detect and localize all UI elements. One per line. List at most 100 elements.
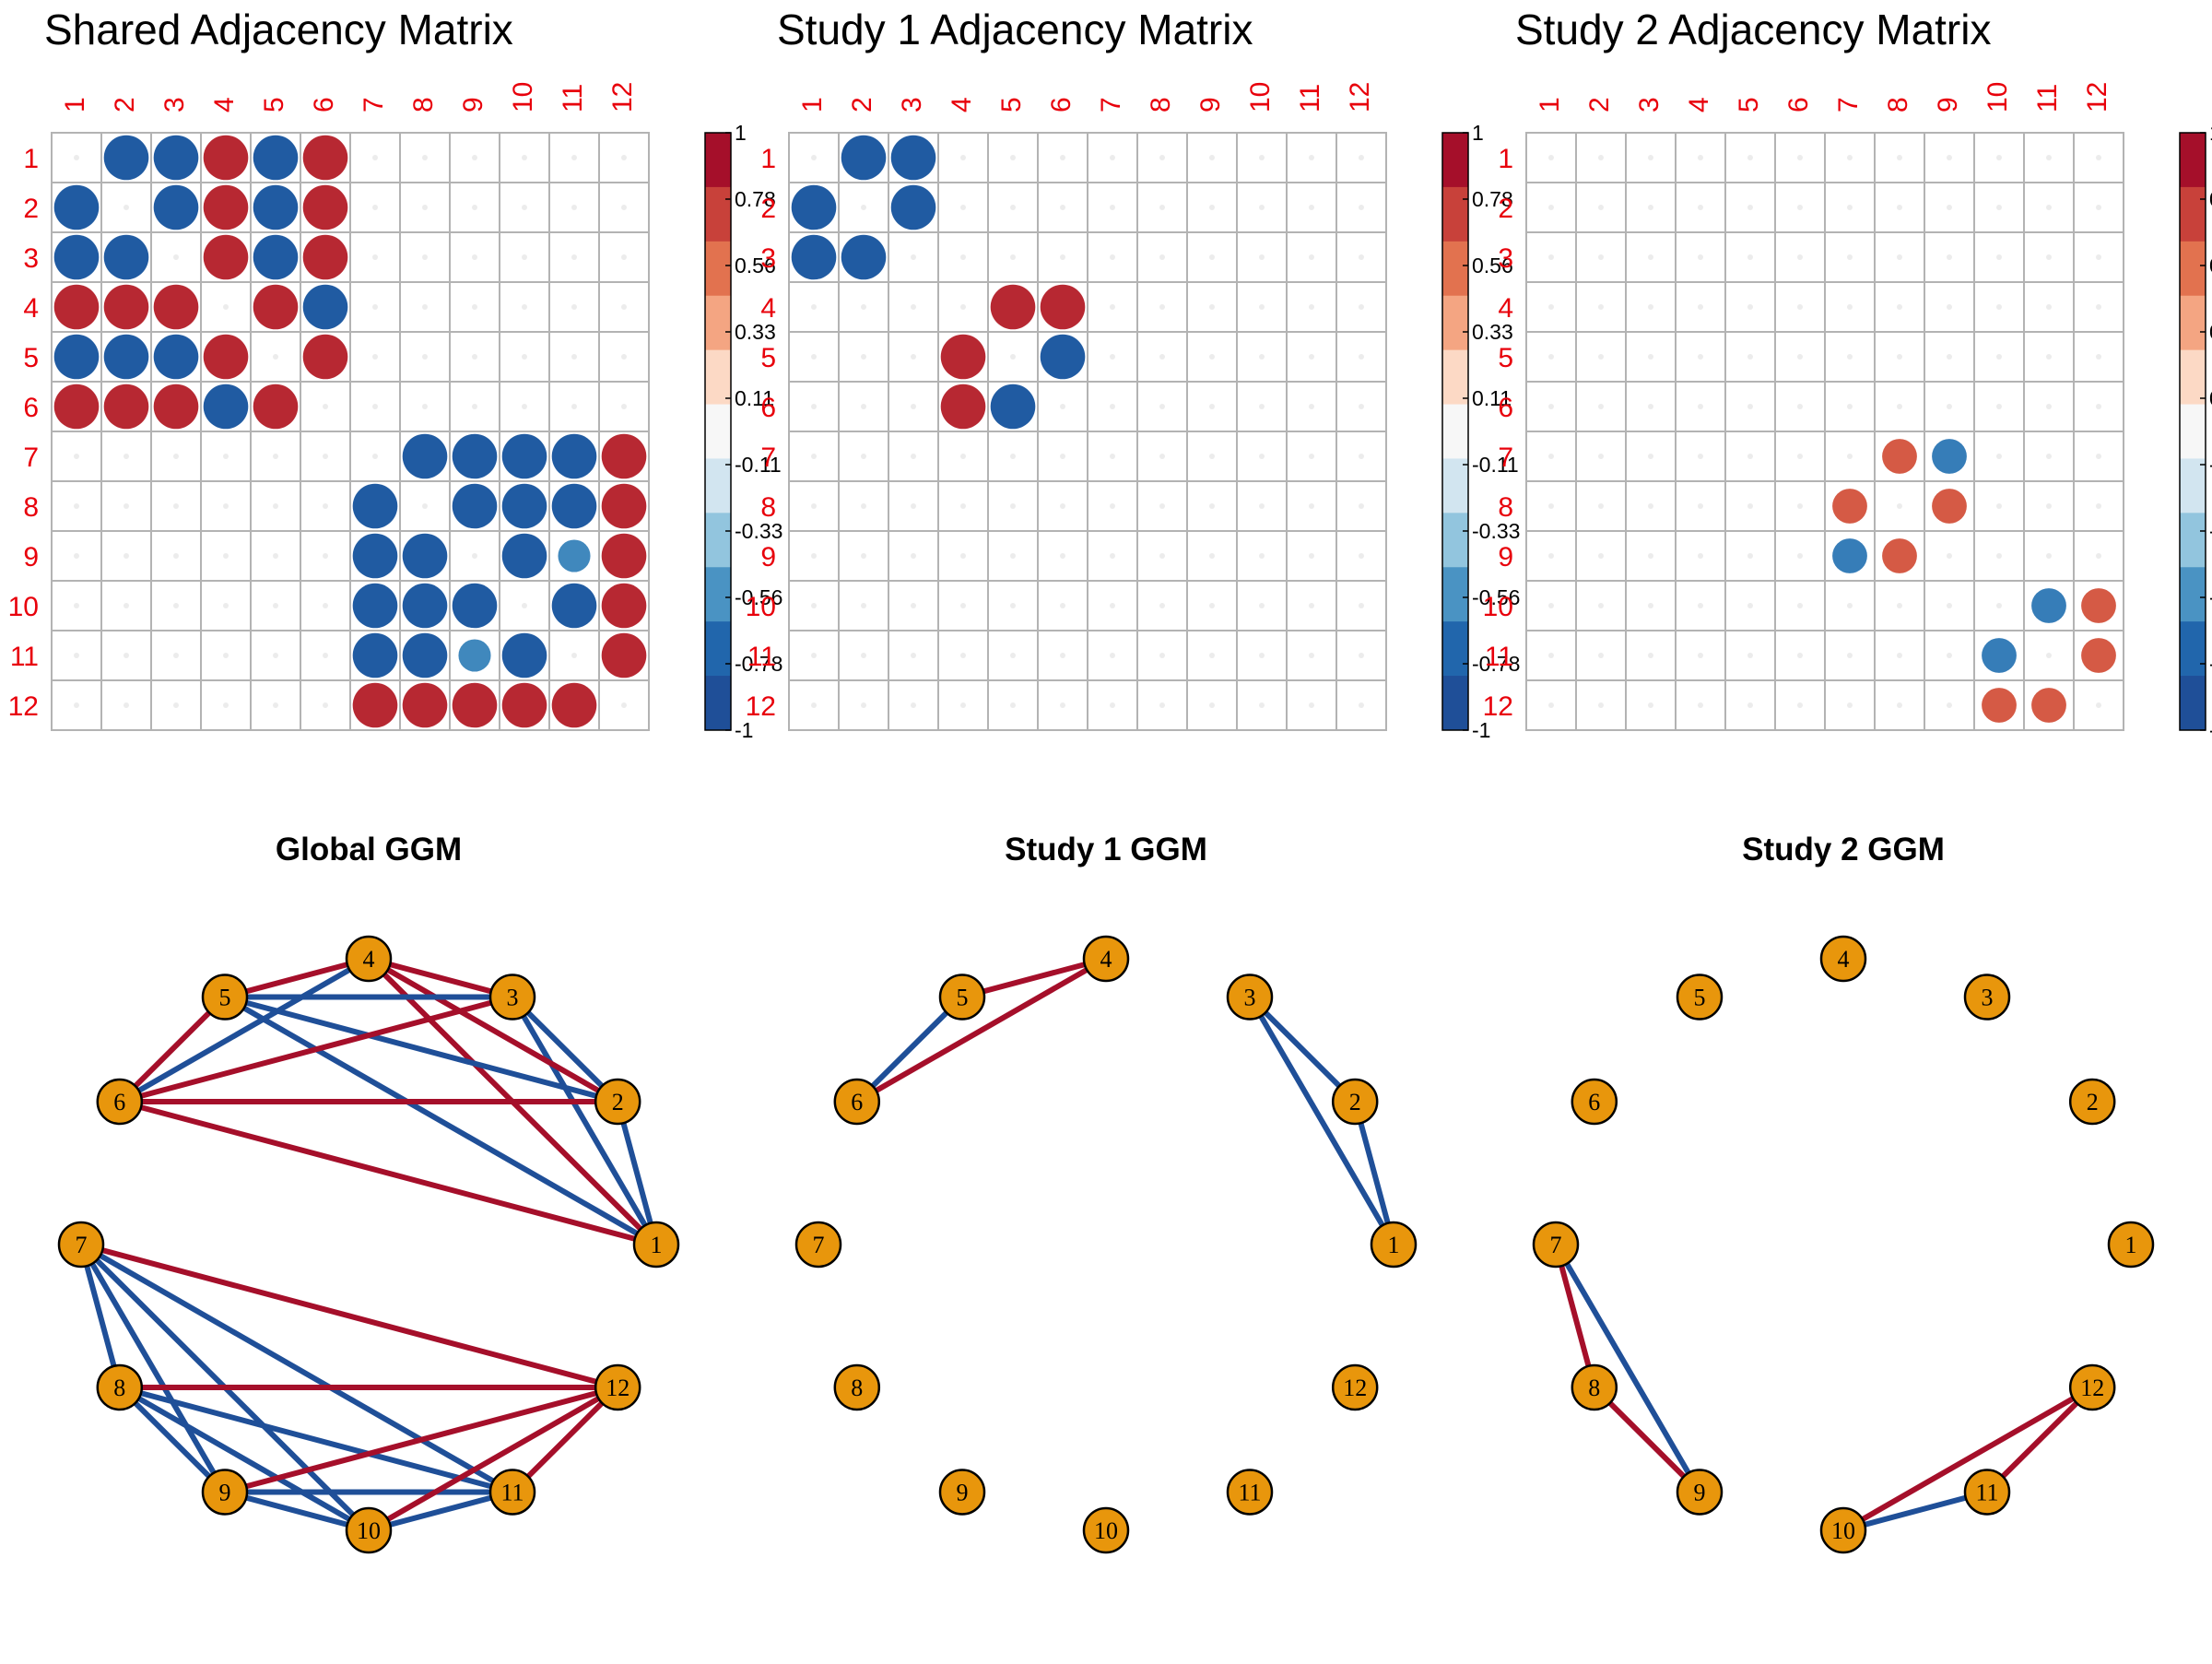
- row-label: 12: [746, 691, 776, 722]
- colorbar-segment: [705, 404, 731, 459]
- matrix-dot: [74, 503, 79, 509]
- matrix-dot: [1259, 354, 1265, 360]
- matrix-circle: [2031, 688, 2066, 723]
- network-node: [1226, 1469, 1274, 1516]
- matrix-dot: [1060, 205, 1065, 210]
- matrix-dot: [1897, 702, 1902, 708]
- matrix-circle: [103, 334, 149, 380]
- colorbar: 10.780.560.330.11-0.11-0.33-0.56-0.78-1: [2179, 121, 2212, 742]
- matrix-dot: [1309, 254, 1314, 260]
- matrix-dot: [273, 603, 278, 608]
- network-node: [1571, 1078, 1618, 1126]
- matrix-dot: [1060, 155, 1065, 160]
- colorbar-label: 0.33: [735, 320, 776, 344]
- matrix-dot: [861, 205, 866, 210]
- matrix-dot: [1110, 702, 1115, 708]
- matrix-dot: [1996, 503, 2002, 509]
- matrix-dot: [472, 553, 477, 559]
- column-label: 4: [947, 97, 977, 112]
- matrix-dot: [1060, 454, 1065, 459]
- network-node: [2107, 1221, 2155, 1269]
- column-label: 11: [1295, 84, 1325, 112]
- matrix-dot: [1359, 205, 1364, 210]
- colorbar-segment: [705, 133, 731, 188]
- matrix-circle: [53, 184, 100, 230]
- colorbar-segment: [1442, 513, 1468, 568]
- colorbar-segment: [705, 349, 731, 406]
- node-label: 5: [957, 985, 969, 1011]
- matrix-dot: [1010, 354, 1016, 360]
- network-edge: [224, 1385, 618, 1495]
- row-label: 3: [760, 243, 776, 274]
- matrix-dot: [372, 304, 378, 310]
- matrix-dot: [2046, 254, 2052, 260]
- colorbar-segment: [705, 567, 731, 622]
- matrix-dot: [1598, 254, 1604, 260]
- matrix-dot: [1897, 205, 1902, 210]
- matrix-dot: [1548, 404, 1554, 409]
- matrix-dot: [911, 603, 916, 608]
- matrix-dot: [522, 304, 527, 310]
- matrix-dot: [1159, 304, 1165, 310]
- matrix-circle: [990, 384, 1036, 430]
- matrix-dot: [1060, 653, 1065, 658]
- row-label: 5: [23, 343, 39, 373]
- matrix-dot: [1747, 205, 1753, 210]
- matrix-dot: [273, 653, 278, 658]
- matrix-dot: [1110, 254, 1115, 260]
- matrix-dot: [571, 304, 577, 310]
- network-edge: [1553, 1244, 1597, 1388]
- matrix-dot: [1747, 155, 1753, 160]
- row-label: 3: [23, 243, 39, 274]
- column-label: 2: [110, 97, 140, 112]
- matrix-dot: [811, 404, 817, 409]
- matrix-dot: [422, 254, 428, 260]
- matrix-circle: [2081, 588, 2116, 623]
- matrix-dot: [1698, 404, 1703, 409]
- matrix-dot: [861, 702, 866, 708]
- matrix-dot: [1698, 454, 1703, 459]
- matrix-circle: [1832, 538, 1867, 573]
- matrix-cell: [1874, 381, 1925, 432]
- matrix-circle: [203, 384, 249, 430]
- matrix-dot: [861, 603, 866, 608]
- matrix-dot: [1359, 553, 1364, 559]
- matrix-dot: [372, 254, 378, 260]
- node-label: 5: [1694, 985, 1706, 1011]
- matrix-dot: [1648, 205, 1653, 210]
- matrix-dot: [1359, 304, 1364, 310]
- node-label: 12: [2080, 1375, 2104, 1401]
- network-edge: [78, 1244, 123, 1388]
- matrix-dot: [1698, 304, 1703, 310]
- matrix-dot: [1309, 653, 1314, 658]
- row-label: 7: [23, 443, 39, 473]
- matrix-dot: [861, 454, 866, 459]
- matrix-dot: [861, 354, 866, 360]
- matrix-dot: [1897, 503, 1902, 509]
- matrix-dot: [1159, 404, 1165, 409]
- matrix-dot: [323, 404, 328, 409]
- node-label: 2: [612, 1089, 624, 1115]
- matrix-dot: [1698, 205, 1703, 210]
- matrix-dot: [1797, 553, 1803, 559]
- matrix-dot: [1996, 603, 2002, 608]
- network-edge: [368, 1489, 513, 1533]
- row-label: 6: [1498, 393, 1513, 423]
- matrix-dot: [1947, 603, 1952, 608]
- matrix-dot: [1110, 304, 1115, 310]
- matrix-dot: [1797, 603, 1803, 608]
- matrix-circle: [452, 583, 498, 629]
- network-edge: [224, 956, 370, 1000]
- matrix-dot: [2096, 702, 2101, 708]
- colorbar-segment: [1442, 133, 1468, 188]
- matrix-dot: [323, 702, 328, 708]
- matrix-dot: [1698, 254, 1703, 260]
- row-label: 9: [760, 542, 776, 572]
- matrix-dot: [1548, 254, 1554, 260]
- matrix-dot: [1309, 702, 1314, 708]
- row-label: 1: [1498, 144, 1513, 174]
- matrix-circle: [501, 433, 547, 479]
- matrix-dot: [1996, 553, 2002, 559]
- colorbar-segment: [705, 621, 731, 677]
- matrix-dot: [1010, 553, 1016, 559]
